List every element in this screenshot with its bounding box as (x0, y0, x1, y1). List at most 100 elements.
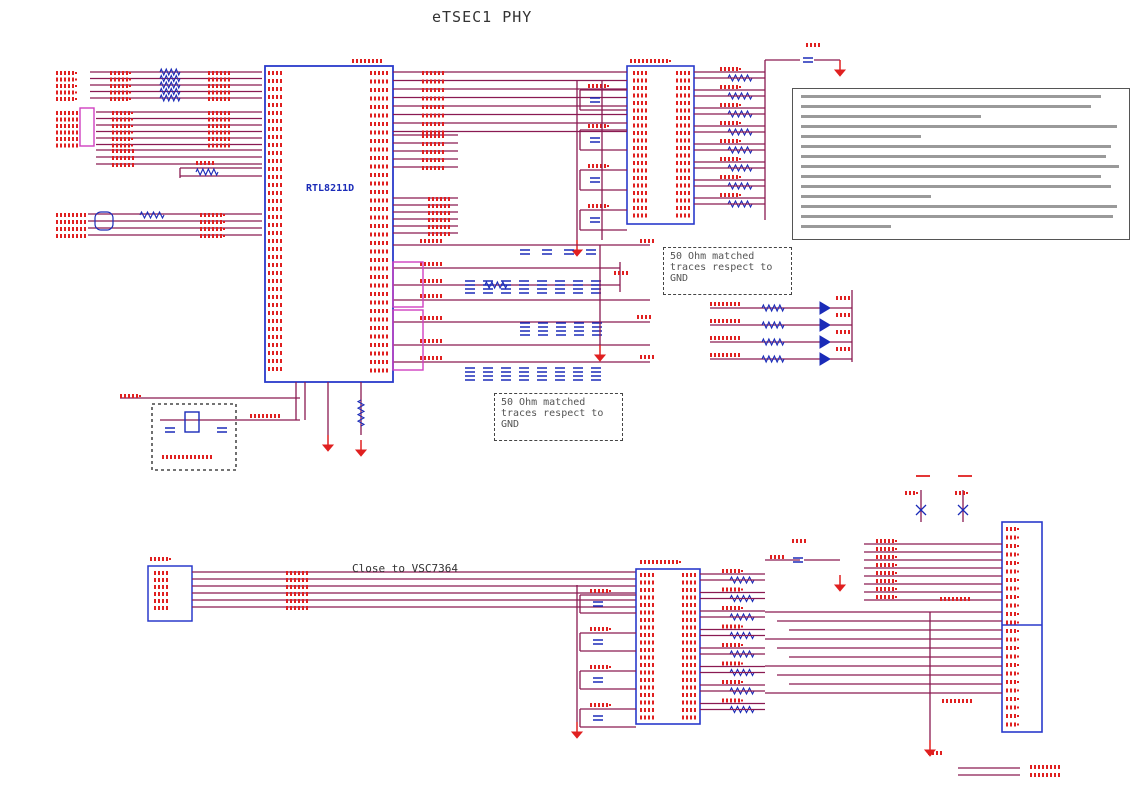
net-label (427, 197, 451, 201)
net-label-mark (199, 220, 225, 224)
net-label-mark (639, 595, 655, 600)
net-label-mark (632, 138, 648, 143)
resistor-icon (139, 210, 165, 220)
net-label-mark (675, 108, 691, 113)
net-label-mark (639, 708, 655, 712)
net-label (719, 193, 741, 197)
net-label-mark (675, 213, 691, 218)
net-label-mark (681, 625, 697, 630)
net-label-mark (954, 491, 968, 495)
net-label-mark (207, 117, 231, 122)
net-label-mark (639, 715, 655, 720)
notes-text-block (792, 88, 1130, 240)
net-label-mark (681, 603, 697, 607)
close-to-label: Close to VSC7364 (352, 562, 458, 575)
net-label (875, 571, 897, 575)
net-label-mark (632, 168, 648, 173)
net-label (421, 88, 445, 92)
net-label-mark (207, 124, 231, 128)
net-label (419, 294, 443, 298)
net-label (709, 302, 741, 306)
chip-pin-label (369, 207, 389, 211)
net-label-mark (639, 625, 655, 630)
net-label-mark (681, 633, 697, 637)
chip-part-number (351, 59, 383, 63)
net-label (419, 356, 443, 360)
net-label-mark (1005, 620, 1019, 625)
net-label-mark (587, 124, 609, 128)
phy-chip-body (264, 65, 394, 383)
resistor-icon (484, 280, 508, 290)
net-label (55, 213, 87, 217)
net-label (419, 262, 443, 266)
net-label-mark (639, 633, 655, 637)
net-label (421, 150, 445, 154)
net-label-mark (632, 93, 648, 98)
net-label (419, 316, 443, 320)
chip-pin-label (267, 279, 283, 283)
chip-pin-label (267, 351, 283, 355)
led-icon (819, 301, 831, 315)
chip-pin-label (369, 164, 389, 169)
net-label (721, 587, 743, 592)
net-label-mark (1005, 629, 1019, 633)
net-label (55, 71, 77, 75)
net-label-mark (1005, 561, 1019, 565)
net-label-mark (681, 640, 697, 645)
net-label-mark (153, 592, 169, 596)
part-number (629, 59, 671, 63)
net-label (55, 143, 79, 148)
chip-pin-label (369, 232, 389, 237)
net-label (111, 149, 135, 153)
net-label-mark (791, 539, 807, 543)
chip-pin-label (369, 351, 389, 356)
chip-pin-label (267, 183, 283, 187)
led-icon (819, 352, 831, 366)
net-label (709, 353, 741, 357)
net-label-mark (111, 143, 133, 148)
net-label-mark (153, 578, 169, 582)
net-label (875, 547, 897, 551)
net-label-mark (681, 678, 697, 682)
net-label (721, 680, 743, 684)
net-label-mark (1005, 654, 1019, 659)
net-label (721, 643, 743, 647)
chip-pin-label (267, 87, 283, 91)
net-label-mark (207, 130, 231, 135)
net-label-mark (675, 78, 691, 83)
net-label-mark (675, 176, 691, 180)
net-label-mark (675, 116, 691, 120)
net-label (249, 414, 281, 418)
net-label-mark (639, 239, 655, 243)
chip-pin-label (267, 367, 283, 371)
net-label-mark (153, 571, 169, 575)
net-label-mark (675, 131, 691, 135)
resistor-icon (761, 303, 785, 313)
net-label-mark (675, 138, 691, 143)
net-label (421, 166, 445, 170)
chip-pin-label (369, 113, 389, 118)
phy-chip-label: RTL8211D (306, 183, 355, 194)
net-label-mark (632, 176, 648, 180)
net-label-mark (632, 213, 648, 218)
net-label-mark (632, 191, 648, 195)
chip-pin-label (267, 319, 283, 323)
part-number (639, 560, 681, 564)
net-label (111, 156, 135, 160)
net-label-mark (639, 655, 655, 660)
impedance-note-right: 50 Ohm matched traces respect to GND (663, 247, 792, 295)
chip-pin-label (369, 368, 389, 373)
chip-pin-label (369, 215, 389, 220)
crystal-icon (184, 411, 200, 433)
net-label (421, 113, 445, 118)
net-label (875, 563, 897, 567)
chip-pin-label (267, 191, 283, 195)
chip-pin-label (267, 311, 283, 315)
net-label-mark (207, 77, 231, 82)
net-label (719, 67, 741, 71)
net-label-mark (835, 313, 851, 317)
chip-pin-label (267, 303, 283, 307)
net-label-mark (1005, 578, 1019, 582)
net-label (719, 85, 741, 89)
net-label-mark (589, 703, 611, 707)
